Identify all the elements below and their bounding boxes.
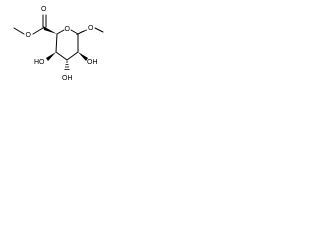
wedge-c2-oh	[78, 52, 88, 61]
bond-o-methyl	[94, 27, 104, 33]
c2-hydroxyl-label: OH	[87, 59, 98, 66]
bond-c5-ring-o	[56, 29, 65, 35]
bond-c2-c3	[66, 51, 79, 61]
pyranose-ring	[55, 29, 79, 61]
methoxy-oxygen-label: O	[88, 25, 94, 32]
methyl-ester-group	[13, 14, 57, 35]
bond-ester-o-methyl	[13, 27, 25, 35]
carbonyl-oxygen-label: O	[41, 6, 47, 13]
wedge-c5-carboxyl	[43, 26, 57, 34]
bond-carboxyl-ester-o	[32, 27, 44, 35]
wedge-c4-oh	[46, 52, 56, 61]
ester-oxygen-label: O	[26, 32, 32, 39]
bond-c3-c4	[55, 51, 68, 61]
skeletal-structure-diagram: O O O O OH OH HO	[13, 6, 104, 82]
bond-ring-o-c1	[70, 29, 79, 35]
c3-hydroxyl-label: OH	[62, 75, 73, 82]
ring-oxygen-label: O	[65, 26, 71, 33]
bond-c4-c5	[55, 33, 58, 53]
c4-hydroxyl-label: HO	[34, 59, 45, 66]
hydroxyl-bonds	[46, 52, 88, 70]
methoxy-group	[76, 27, 104, 35]
